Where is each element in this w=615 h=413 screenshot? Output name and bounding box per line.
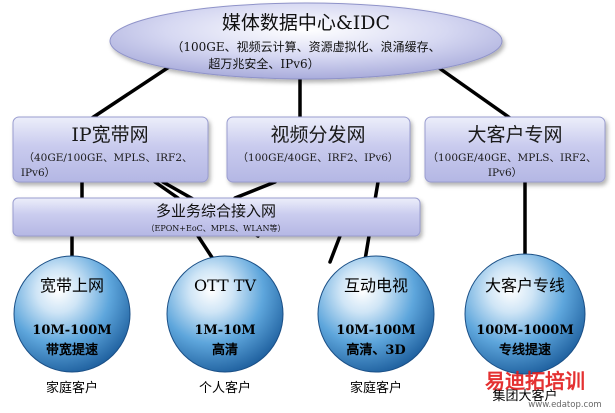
enterprise-private-network-line2: IPv6）: [488, 167, 522, 179]
sphere-ott-tv: OTT TV 1M-10M 高清: [166, 255, 284, 373]
connector-top-to-enterprise: [430, 61, 512, 120]
connector-access-to-interactive: [328, 234, 342, 264]
sphere-enterprise-line-title: 大客户专线: [485, 276, 565, 295]
sphere-interactive-tv-note: 高清、3D: [346, 342, 405, 358]
media-data-center: [109, 2, 503, 80]
sphere-ott-tv-shape: [166, 255, 284, 373]
sphere-ott-tv-speed: 1M-10M: [194, 323, 255, 338]
customer-label-enterprise: 集团大客户: [492, 388, 557, 404]
watermark: 易迪拓培训 www.edatop.com: [485, 369, 602, 410]
sphere-enterprise-line-speed: 100M-1000M: [476, 323, 574, 338]
sphere-broadband-title: 宽带上网: [40, 276, 104, 295]
video-distribution-network-title: 视频分发网: [270, 124, 365, 146]
sphere-enterprise-line-note: 专线提速: [499, 342, 551, 358]
media-data-center-shape: [109, 2, 503, 80]
sphere-enterprise-line-shape: [464, 253, 586, 375]
connector-video-to-access: [233, 180, 277, 200]
watermark-url: www.edatop.com: [528, 400, 601, 410]
sphere-broadband-shape: [13, 255, 131, 373]
ip-broadband-network-line2: IPv6）: [21, 167, 55, 179]
sphere-interactive-tv-title: 互动电视: [344, 276, 408, 295]
customer-label-individual: 个人客户: [199, 380, 251, 396]
sphere-broadband: 宽带上网 10M-100M 带宽提速: [13, 255, 131, 373]
sphere-interactive-tv-speed: 10M-100M: [336, 323, 415, 338]
enterprise-private-network-line1: （100GE/40GE、MPLS、IRF2、: [427, 152, 596, 164]
media-data-center-line2: 超万兆安全、IPv6）: [208, 56, 319, 71]
media-data-center-title: 媒体数据中心&IDC: [222, 12, 390, 34]
connector-top-to-ip: [90, 61, 177, 120]
video-distribution-network-shape: [226, 116, 411, 183]
multi-service-access-network-sub: （EPON+EoC、MPLS、WLAN等）: [147, 223, 286, 233]
media-data-center-line1: （100GE、视频云计算、资源虚拟化、浪涌缓存、: [171, 39, 440, 54]
ip-broadband-network-line1: （40GE/100GE、MPLS、IRF2、: [23, 152, 192, 164]
video-distribution-network: [226, 116, 411, 183]
sphere-broadband-note: 带宽提速: [46, 342, 98, 358]
customer-label-household-1: 家庭客户: [46, 380, 98, 396]
sphere-ott-tv-title: OTT TV: [194, 276, 257, 295]
sphere-ott-tv-note: 高清: [212, 342, 238, 358]
connector-ip-to-access-mid: [153, 180, 180, 200]
ip-broadband-network-shape: [12, 116, 209, 183]
enterprise-private-network: [424, 116, 606, 183]
enterprise-private-network-shape: [424, 116, 606, 183]
sphere-interactive-tv-shape: [317, 255, 435, 373]
customer-label-household-2: 家庭客户: [350, 380, 402, 396]
multi-service-access-network: [12, 197, 421, 237]
video-distribution-network-line1: （100GE/40GE、IRF2、IPv6）: [238, 152, 399, 164]
ip-broadband-network-title: IP宽带网: [71, 124, 148, 146]
ip-broadband-network: [12, 116, 209, 183]
enterprise-private-network-title: 大客户专网: [467, 124, 562, 146]
multi-service-access-network-shape: [12, 197, 421, 237]
sphere-broadband-speed: 10M-100M: [32, 323, 111, 338]
sphere-interactive-tv: 互动电视 10M-100M 高清、3D: [317, 255, 435, 373]
watermark-text: 易迪拓培训: [485, 369, 585, 393]
multi-service-access-network-title: 多业务综合接入网: [156, 202, 276, 220]
sphere-enterprise-line: 大客户专线 100M-1000M 专线提速: [464, 253, 586, 375]
